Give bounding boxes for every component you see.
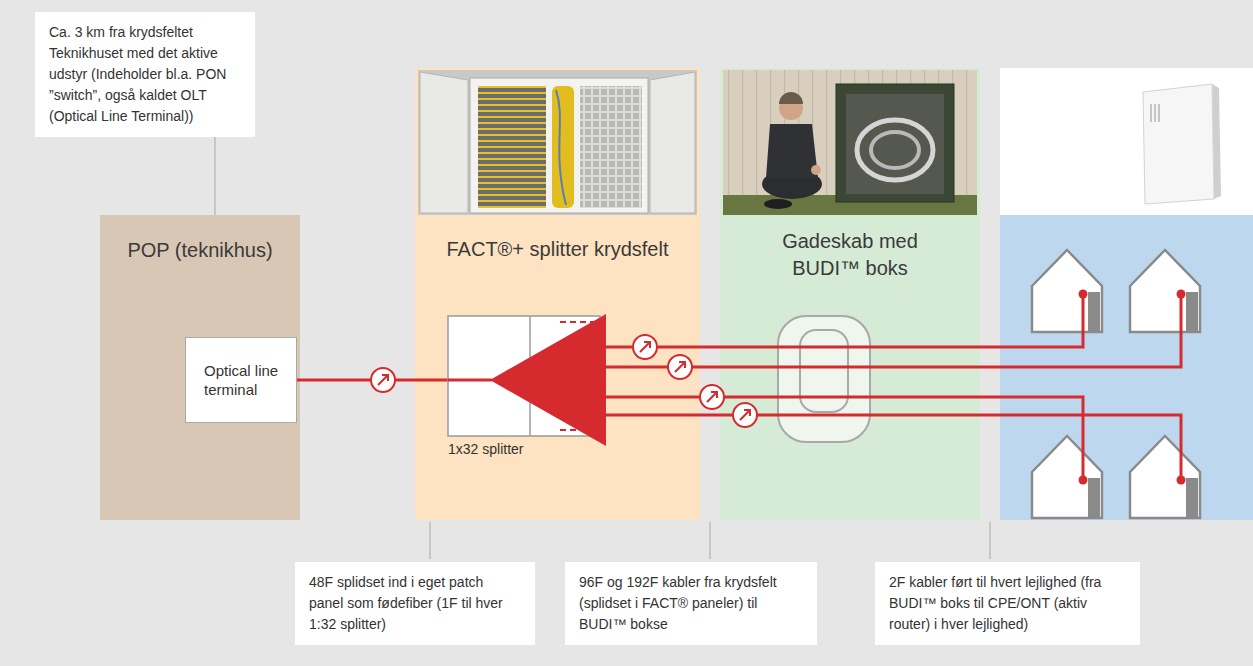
callout-box: 96F og 192F kabler fra krydsfelt (splids…	[565, 562, 817, 645]
budi-box-inner	[800, 330, 848, 412]
person-body	[766, 124, 818, 178]
wall-planks	[723, 70, 977, 215]
cabinet-interior	[470, 78, 648, 213]
apartment-panel	[1000, 68, 1253, 520]
splice-rack	[478, 86, 546, 208]
cable-coil	[857, 120, 933, 180]
cable-coil	[871, 132, 919, 168]
callout-box: Ca. 3 km fra krydsfeltetTeknikhuset med …	[35, 12, 255, 137]
leader-line	[214, 137, 216, 215]
cabinet-door	[650, 72, 695, 213]
panel-heading: Gadeskab med BUDI™ boks	[775, 228, 925, 282]
symbol-arrow	[740, 410, 750, 420]
house	[1032, 436, 1102, 518]
direction-symbol	[371, 368, 395, 392]
house-unit	[1088, 292, 1100, 332]
cabinet-door	[420, 72, 468, 213]
fibre-strand	[556, 90, 566, 205]
callout-text: 48F splidset ind i eget patch panel som …	[309, 572, 521, 635]
fibre-end	[1079, 476, 1088, 485]
house	[1130, 250, 1200, 332]
person-hand	[811, 165, 821, 175]
cabinet-opening	[846, 94, 944, 194]
symbol-ring	[700, 385, 724, 409]
patch-cords	[478, 86, 546, 208]
olt-box: Optical line terminal	[185, 337, 297, 423]
symbol-ring	[668, 355, 692, 379]
house-unit	[1088, 478, 1100, 518]
port-grid	[580, 86, 642, 208]
callout-text: 2F kabler ført til hvert lejlighed (fra …	[889, 572, 1126, 635]
leader-line	[989, 522, 991, 559]
router-vent	[1150, 104, 1152, 122]
budi-box	[778, 316, 870, 442]
symbol-arrow	[707, 392, 717, 402]
symbol-arrow	[675, 362, 685, 372]
symbol-arrow	[378, 375, 388, 385]
wall	[723, 70, 977, 215]
panel-heading: POP (teknikhus)	[110, 237, 290, 264]
feeder-fibre	[448, 379, 492, 382]
house	[1032, 250, 1102, 332]
callout-text: 96F og 192F kabler fra krydsfelt (splids…	[579, 572, 803, 635]
box-label: Optical line terminal	[204, 361, 288, 400]
symbol-ring	[733, 403, 757, 427]
direction-symbol	[733, 403, 757, 427]
fibre-end	[1177, 476, 1186, 485]
port-panel	[580, 86, 642, 208]
symbol-arrow	[640, 342, 650, 352]
direction-symbol	[700, 385, 724, 409]
house	[1130, 436, 1200, 518]
house-unit	[1186, 292, 1198, 332]
router-vent	[1154, 104, 1156, 122]
callout-box: 48F splidset ind i eget patch panel som …	[295, 562, 535, 645]
direction-symbol	[668, 355, 692, 379]
router-body	[1143, 84, 1214, 204]
splitter-label: 1x32 splitter	[448, 440, 600, 458]
splitter-triangle	[490, 314, 606, 446]
callout-box: 2F kabler ført til hvert lejlighed (fra …	[875, 562, 1140, 645]
router-photo-ground	[1000, 68, 1253, 215]
street-cabinet	[836, 84, 954, 202]
symbol-ring	[371, 368, 395, 392]
router-vent	[1158, 104, 1160, 122]
direction-symbol	[633, 335, 657, 359]
person-shoe	[764, 199, 792, 209]
fibre-bundle	[552, 86, 574, 208]
leader-line	[429, 522, 431, 559]
panel-heading: FACT®+ splitter krydsfelt	[425, 236, 690, 263]
callout-text: Ca. 3 km fra krydsfeltet	[49, 22, 241, 43]
fibre-end	[1177, 290, 1186, 299]
site-panel: POP (teknikhus) Optical line terminal	[100, 215, 300, 520]
person-hair	[779, 92, 803, 104]
house-unit	[1186, 478, 1198, 518]
leader-line	[709, 522, 711, 559]
fibre-end	[1079, 290, 1088, 299]
symbol-ring	[633, 335, 657, 359]
callout-text: Teknikhuset med det aktive udstyr (Indeh…	[49, 43, 241, 127]
cabinet-photo-ground	[418, 70, 697, 215]
